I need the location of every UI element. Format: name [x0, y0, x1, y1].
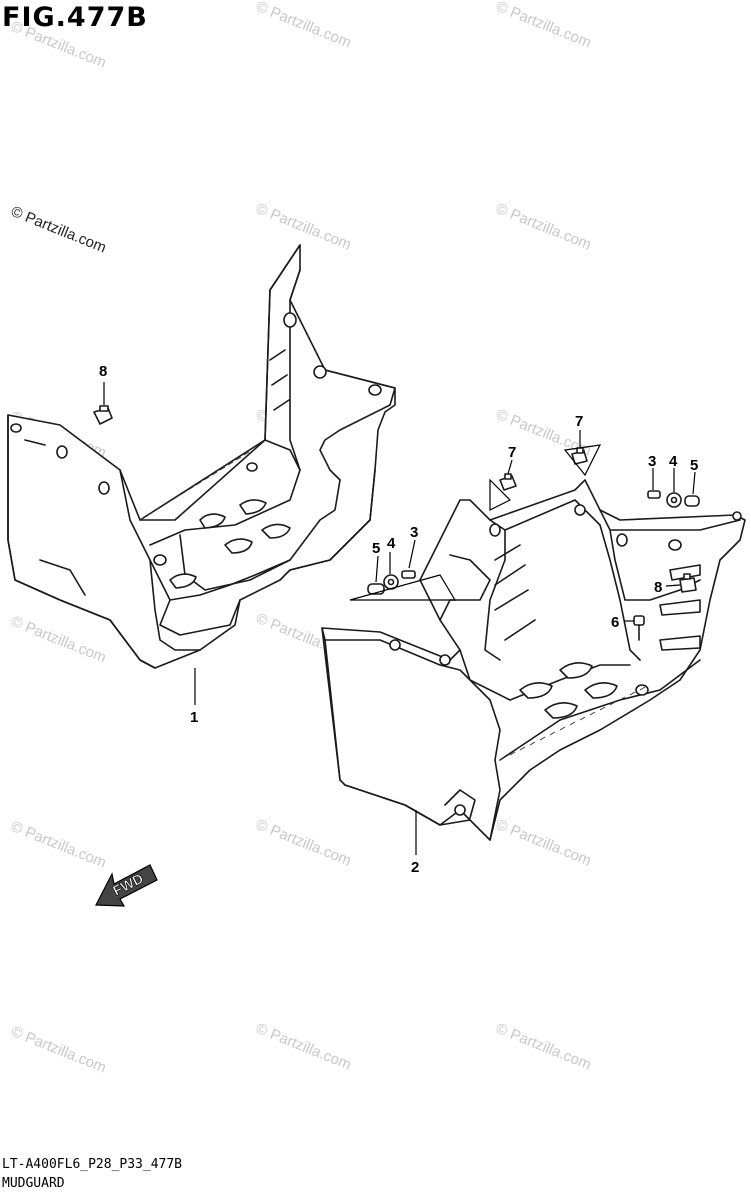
bolt-part-8-left: [93, 405, 113, 425]
callout-4-left: 4: [387, 535, 396, 552]
callouts: 8 1 2 5 4 3 7 7 3 4 5 6 8: [99, 363, 698, 876]
screw-part-3-right: [647, 490, 661, 499]
callout-1: 1: [190, 709, 198, 726]
fwd-arrow-icon: FWD: [95, 864, 158, 907]
mudguard-right: [321, 479, 746, 841]
watermark: © Partzilla.com: [9, 818, 109, 872]
washer-part-4-right: [666, 492, 682, 508]
watermark: © Partzilla.com: [9, 18, 109, 72]
watermark: © Partzilla.com: [494, 0, 594, 52]
callout-7-right: 7: [575, 413, 583, 430]
callout-5-right: 5: [690, 457, 698, 474]
part-name: MUDGUARD: [2, 1176, 65, 1191]
grommet-part-5-right: [684, 495, 700, 507]
watermark: © Partzilla.com: [254, 0, 354, 52]
callout-3-right: 3: [648, 453, 656, 470]
watermark: © Partzilla.com: [9, 1023, 109, 1077]
screw-part-3-left: [401, 570, 416, 579]
callout-4-right: 4: [669, 453, 678, 470]
figure-title: FIG.477B: [2, 2, 148, 33]
callout-8-right: 8: [654, 579, 662, 596]
watermark: © Partzilla.com: [494, 1020, 594, 1074]
watermark: © Partzilla.com: [494, 816, 594, 870]
watermark: © Partzilla.com: [9, 203, 109, 257]
leader-lines: [103, 382, 696, 855]
callout-8-left: 8: [99, 363, 107, 380]
callout-7-left: 7: [508, 444, 516, 461]
watermark: © Partzilla.com: [494, 200, 594, 254]
watermark: © Partzilla.com: [9, 613, 109, 667]
callout-6: 6: [611, 614, 619, 631]
watermark: © Partzilla.com: [254, 1020, 354, 1074]
watermark: © Partzilla.com: [254, 816, 354, 870]
callout-5-left: 5: [372, 540, 380, 557]
bolt-part-8-right: [679, 573, 697, 593]
bolt-part-7-left: [499, 473, 517, 491]
callout-2: 2: [411, 859, 419, 876]
model-code: LT-A400FL6_P28_P33_477B: [2, 1157, 183, 1172]
mudguard-left: [7, 244, 396, 669]
callout-3-left: 3: [410, 524, 418, 541]
watermark: © Partzilla.com: [254, 200, 354, 254]
